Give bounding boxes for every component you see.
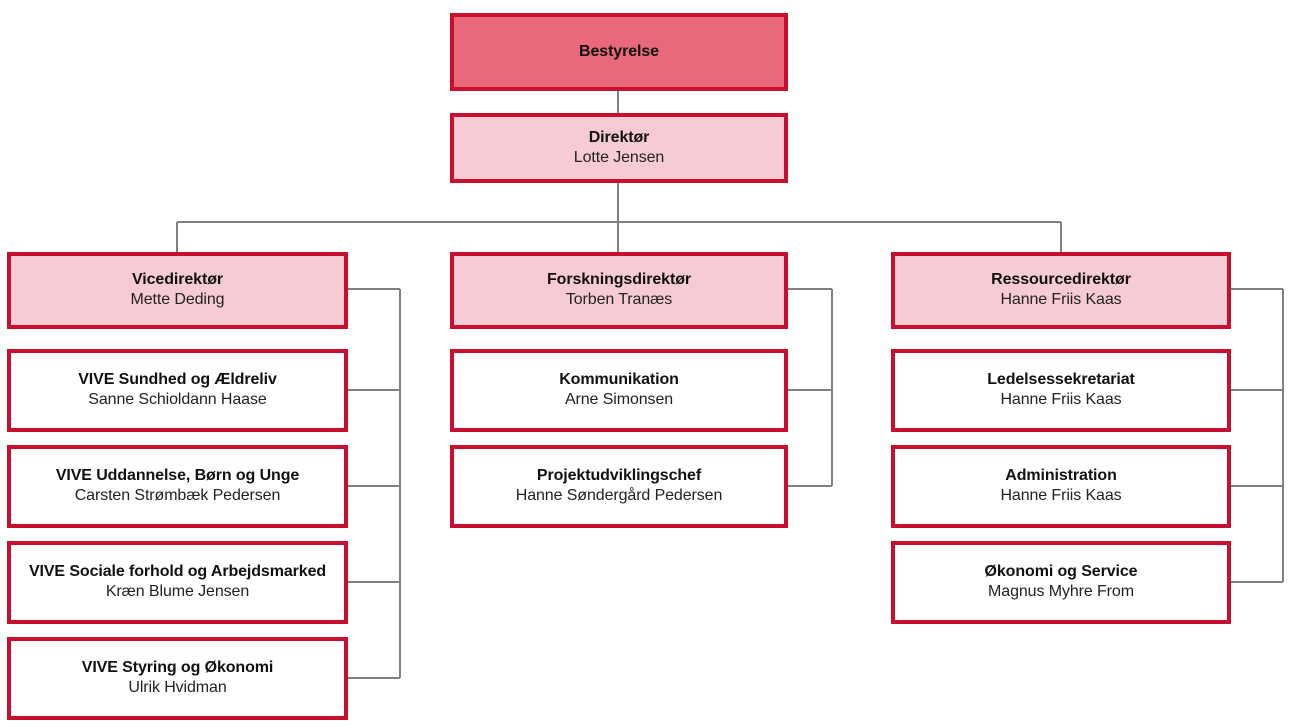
org-node-title: Ressourcedirektør [991, 271, 1131, 289]
org-node-person: Hanne Friis Kaas [1000, 291, 1122, 308]
org-node-person: Hanne Søndergård Pedersen [515, 487, 723, 504]
org-node-title: VIVE Sundhed og Ældreliv [78, 371, 277, 389]
org-node-title: Kommunikation [559, 371, 679, 389]
org-node-person: Ulrik Hvidman [128, 679, 227, 696]
org-node-person: Magnus Myhre From [988, 583, 1134, 600]
org-node-person: Sanne Schioldann Haase [88, 391, 267, 408]
org-node-person: Arne Simonsen [564, 391, 674, 408]
org-node-person: Lotte Jensen [573, 148, 665, 166]
org-node-title: VIVE Sociale forhold og Arbejdsmarked [28, 563, 327, 581]
org-node-title: Ledelsessekretariat [987, 371, 1135, 389]
org-node-title: VIVE Uddannelse, Børn og Unge [55, 467, 300, 485]
org-node-title: Bestyrelse [579, 42, 659, 60]
org-node-person: Hanne Friis Kaas [1000, 391, 1122, 408]
org-node-title: Økonomi og Service [984, 563, 1138, 581]
org-node-person: Hanne Friis Kaas [1000, 487, 1122, 504]
org-node-bestyrelse[interactable]: Bestyrelse [450, 13, 788, 91]
org-node-person: Mette Deding [130, 291, 225, 308]
org-node-title: Direktør [588, 128, 650, 146]
org-node-person: Torben Tranæs [565, 291, 673, 308]
org-node-title: VIVE Styring og Økonomi [81, 659, 274, 677]
org-node-title: Administration [1005, 467, 1117, 485]
org-node-title: Vicedirektør [132, 271, 223, 289]
org-node-title: Projektudviklingschef [536, 467, 702, 485]
org-node-title: Forskningsdirektør [546, 271, 691, 289]
org-node-person: Kræn Blume Jensen [105, 583, 250, 600]
org-node-person: Carsten Strømbæk Pedersen [74, 487, 281, 504]
